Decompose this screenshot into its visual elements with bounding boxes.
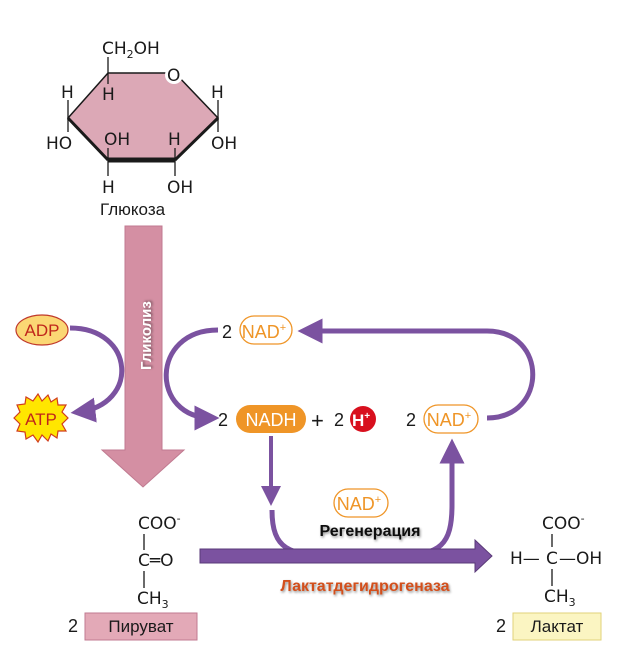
glucose-name: Глюкоза <box>100 200 166 219</box>
atom-oh: OH <box>167 178 193 198</box>
nadh-label: NADH <box>245 410 296 430</box>
lactate-structure: COO- H— C —OH CH3 2 Лактат <box>496 512 602 641</box>
ch2oh-label: CH2OH <box>102 39 160 61</box>
atp-cycle: ADP ATP <box>13 314 125 444</box>
pyruvate-ch3: CH3 <box>137 589 169 611</box>
pyruvate-carbonyl: C═O <box>138 551 174 571</box>
nad-mid-badge <box>333 488 389 518</box>
atom-h: H <box>168 130 181 150</box>
glucose-structure: CH2OH O H H H HO OH H OH H OH Глюкоза <box>46 39 237 219</box>
nad-mid-label: NAD+ <box>337 494 381 514</box>
atp-label: ATP <box>25 410 57 429</box>
nad-right-label: NAD+ <box>427 410 471 430</box>
pyruvate-structure: COO- C═O CH3 2 Пируват <box>68 512 198 641</box>
glycolysis-arrow: Гликолиз <box>100 225 186 488</box>
lactate-box <box>512 612 602 641</box>
atp-starburst <box>13 392 69 444</box>
atom-ho: HO <box>46 134 72 154</box>
pyruvate-to-lactate-arrow: Лактатдегидрогеназа <box>199 538 493 595</box>
nadh-coef: 2 <box>218 410 228 430</box>
enzyme-label: Лактатдегидрогеназа <box>280 578 449 595</box>
lactate-oh: —OH <box>559 549 602 569</box>
h-coef: 2 <box>334 410 344 430</box>
atom-h: H <box>61 83 74 103</box>
nad-right-badge <box>423 404 479 434</box>
adp-badge <box>15 314 69 346</box>
nad-top-label: NAD+ <box>242 322 286 342</box>
lactate-c: C <box>546 549 558 569</box>
nadh-badge <box>236 405 306 433</box>
glycolysis-label: Гликолиз <box>138 301 155 370</box>
ring-oxygen: O <box>167 66 180 86</box>
pyruvate-name: Пируват <box>108 617 173 636</box>
nad-right-coef: 2 <box>406 410 416 430</box>
nad-top-badge <box>239 315 293 345</box>
atom-oh: OH <box>104 130 130 150</box>
lactate-h: H— <box>510 549 540 569</box>
adp-label: ADP <box>25 321 60 340</box>
pyruvate-coo: COO- <box>138 512 181 534</box>
lactate-name: Лактат <box>531 617 584 636</box>
atom-h: H <box>102 178 115 198</box>
atom-h: H <box>211 83 224 103</box>
atom-oh: OH <box>211 134 237 154</box>
atp-cycle-arrow <box>69 325 125 423</box>
nad-to-nadh-arrow <box>163 327 220 431</box>
glucose-ring <box>66 72 220 161</box>
lactate-coef: 2 <box>496 616 506 636</box>
plus-sign: + <box>311 408 324 433</box>
lactate-ch3: CH3 <box>544 587 576 609</box>
pyruvate-coef: 2 <box>68 616 78 636</box>
proton-badge <box>350 406 376 432</box>
nad-top-coef: 2 <box>222 322 232 342</box>
regeneration-label: Регенерация <box>320 523 421 540</box>
pyruvate-box <box>84 612 198 641</box>
atom-h: H <box>102 85 115 105</box>
proton-label: H+ <box>352 411 370 430</box>
lactate-coo: COO- <box>542 512 585 534</box>
nad-return-arrow <box>297 318 536 421</box>
nad-cycle: 2 NAD+ 2 NADH + 2 H+ 2 NAD+ NAD+ Регенер… <box>163 315 536 558</box>
